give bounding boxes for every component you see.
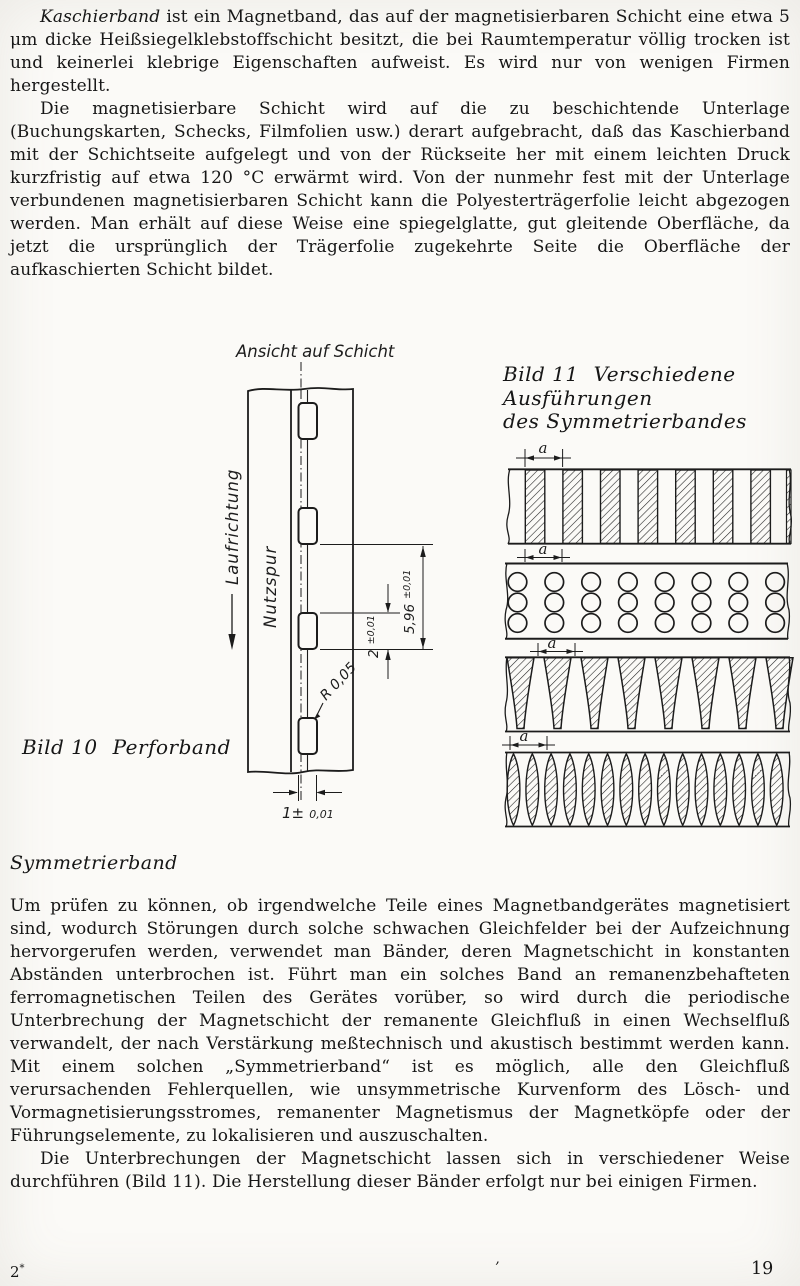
perforation-slot xyxy=(297,507,318,545)
direction-arrowhead xyxy=(228,634,236,650)
dim-slot-value: 2 xyxy=(366,649,382,658)
figure10-view-label: Ansicht auf Schicht xyxy=(235,342,395,361)
figure11-caption-number: Bild 11 xyxy=(503,362,579,386)
figure11-caption-line1: Verschiedene xyxy=(593,362,736,386)
figure10-track-label: Nutzspur xyxy=(261,546,280,628)
figure10-dim-width: 1± 0,01 xyxy=(273,775,342,822)
torn-edge-right xyxy=(787,751,792,828)
paragraph-3: Um prüfen zu können, ob irgendwelche Tei… xyxy=(10,896,790,1146)
paragraph-kaschierband: Kaschierband ist ein Magnetband, das auf… xyxy=(10,6,790,98)
dim-slot-tolerance: ±0,01 xyxy=(366,615,377,644)
torn-edge-right xyxy=(786,562,791,640)
band-lenses: a xyxy=(502,727,792,828)
band4-dim-a-label: a xyxy=(520,727,529,745)
paragraph-2: Die magnetisierbare Schicht wird auf die… xyxy=(10,99,790,280)
torn-edge-left xyxy=(504,656,509,733)
bottom-text-block: Um prüfen zu können, ob irgendwelche Tei… xyxy=(10,895,790,1194)
perforation-slot xyxy=(297,612,318,650)
dim-width-tolerance: 0,01 xyxy=(309,808,334,821)
torn-edge-left xyxy=(504,562,509,640)
figure10-caption: Bild 10 Perforband xyxy=(22,735,231,760)
figure10-direction-label: Laufrichtung xyxy=(223,469,242,585)
figure11-caption-line2: Ausführungen xyxy=(503,385,653,410)
signature-star: * xyxy=(19,1263,25,1274)
top-text-block: Kaschierband ist ein Magnetband, das auf… xyxy=(10,6,790,282)
band3-dim-a: a xyxy=(530,634,583,656)
dim-arrowhead xyxy=(385,649,391,660)
figure10-caption-title: Perforband xyxy=(112,735,231,759)
band4-dim-a: a xyxy=(502,727,555,750)
figure-bild10-perforband: Ansicht auf Schicht Laufrichtung Nutzspu… xyxy=(223,342,433,822)
torn-edge-right xyxy=(787,656,792,733)
svg-text:1± 0,01: 1± 0,01 xyxy=(282,803,334,822)
dim-arrowhead xyxy=(289,789,298,796)
dim-arrowhead xyxy=(420,638,426,649)
band-circles: a xyxy=(504,540,791,640)
stripe xyxy=(524,469,546,545)
footer-center-mark: ’ xyxy=(495,1260,500,1276)
figure-bild11-symmetrierband: a a xyxy=(502,442,794,828)
paragraph-4: Die Unterbrechungen der Magnetschicht la… xyxy=(10,1149,790,1192)
band1-dim-a: a xyxy=(516,442,571,467)
paragraph-lead-word: Kaschierband xyxy=(40,7,161,27)
torn-edge-left xyxy=(504,751,509,828)
leader-arrowhead xyxy=(313,713,321,720)
perforation-slot xyxy=(297,717,318,755)
dim-arrowhead xyxy=(420,546,426,557)
svg-text:2 ±0,01: 2 ±0,01 xyxy=(363,615,382,658)
band-stripes: a xyxy=(506,442,793,545)
band-teeth: a xyxy=(504,634,794,733)
section-heading: Symmetrierband xyxy=(10,852,178,874)
band2-dim-a-label: a xyxy=(539,540,548,558)
band3-dim-a-label: a xyxy=(548,634,557,652)
circle-column xyxy=(507,571,528,634)
torn-edge-left xyxy=(506,468,511,545)
figure11-caption-line3: des Symmetrierbandes xyxy=(503,409,747,433)
dim-pitch-tolerance: ±0,01 xyxy=(402,570,413,599)
dim-width-value: 1± xyxy=(282,804,304,822)
torn-edge-right xyxy=(788,468,793,545)
leader-line xyxy=(316,702,324,716)
dim-arrowhead xyxy=(385,603,391,613)
dim-pitch-value: 5,96 xyxy=(402,604,418,634)
figure11-caption: Bild 11 Verschiedene Ausführungen des Sym… xyxy=(503,362,763,434)
figure10-direction-annotation: Laufrichtung xyxy=(223,469,242,650)
figure10-perforation-slots xyxy=(297,402,318,755)
lens xyxy=(506,752,521,827)
figure10-dim-pitch: 5,96 ±0,01 xyxy=(320,544,433,650)
band1-dim-a-label: a xyxy=(539,442,548,457)
figure10-tape-body xyxy=(247,387,354,775)
paragraph-1-text: ist ein Magnetband, das auf der magnetis… xyxy=(10,7,790,96)
svg-text:5,96 ±0,01: 5,96 ±0,01 xyxy=(399,570,418,634)
dim-arrowhead xyxy=(316,789,325,796)
page-number: 19 xyxy=(751,1259,774,1279)
figure10-dim-slot: 2 ±0,01 xyxy=(320,584,400,679)
perforation-slot xyxy=(297,402,318,440)
band2-dim-a: a xyxy=(517,540,570,562)
signature-number: 2 xyxy=(10,1263,20,1281)
footer-signature-mark: 2* xyxy=(10,1263,25,1281)
tooth xyxy=(506,657,535,730)
figure10-caption-number: Bild 10 xyxy=(22,735,98,759)
